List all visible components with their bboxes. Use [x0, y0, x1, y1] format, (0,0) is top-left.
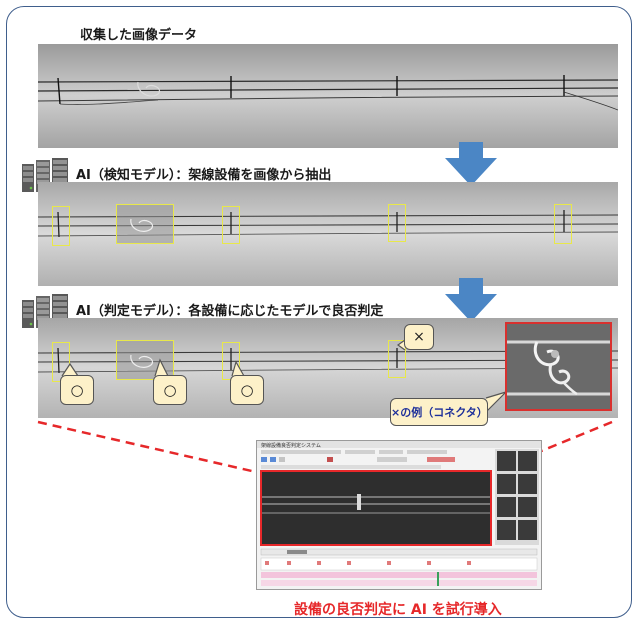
- ok-judgement-bubble: ○: [153, 375, 187, 405]
- stage-judge-title: AI（判定モデル）：各設備に応じたモデルで良否判定: [76, 304, 384, 319]
- ng-example-bubble: ×の例（コネクタ）: [390, 398, 488, 426]
- detect-image-strip: [38, 182, 618, 286]
- diagram-frame: [6, 6, 632, 618]
- stage-collected-title: 収集した画像データ: [80, 28, 198, 43]
- caption: 設備の良否判定に AI を試行導入: [294, 602, 502, 618]
- ok-judgement-bubble: ○: [60, 375, 94, 405]
- detected-equipment-box: [388, 204, 406, 242]
- detected-equipment-box: [52, 206, 70, 246]
- detected-equipment-box: [116, 204, 174, 244]
- ng-connector-photo: [505, 322, 612, 411]
- detected-equipment-box: [222, 206, 240, 244]
- detected-equipment-box: [554, 204, 572, 244]
- ok-judgement-bubble: ○: [230, 375, 264, 405]
- down-arrow-icon: [445, 278, 497, 326]
- collected-image-strip: [38, 44, 618, 148]
- down-arrow-icon: [445, 142, 497, 190]
- judgement-software-window: 架線設備良否判定システム: [256, 440, 542, 590]
- software-window-title: 架線設備良否判定システム: [261, 443, 321, 449]
- judged-equipment-box: [388, 340, 406, 378]
- ng-judgement-bubble: ×: [404, 324, 434, 350]
- stage-detect-title: AI（検知モデル）：架線設備を画像から抽出: [76, 168, 332, 183]
